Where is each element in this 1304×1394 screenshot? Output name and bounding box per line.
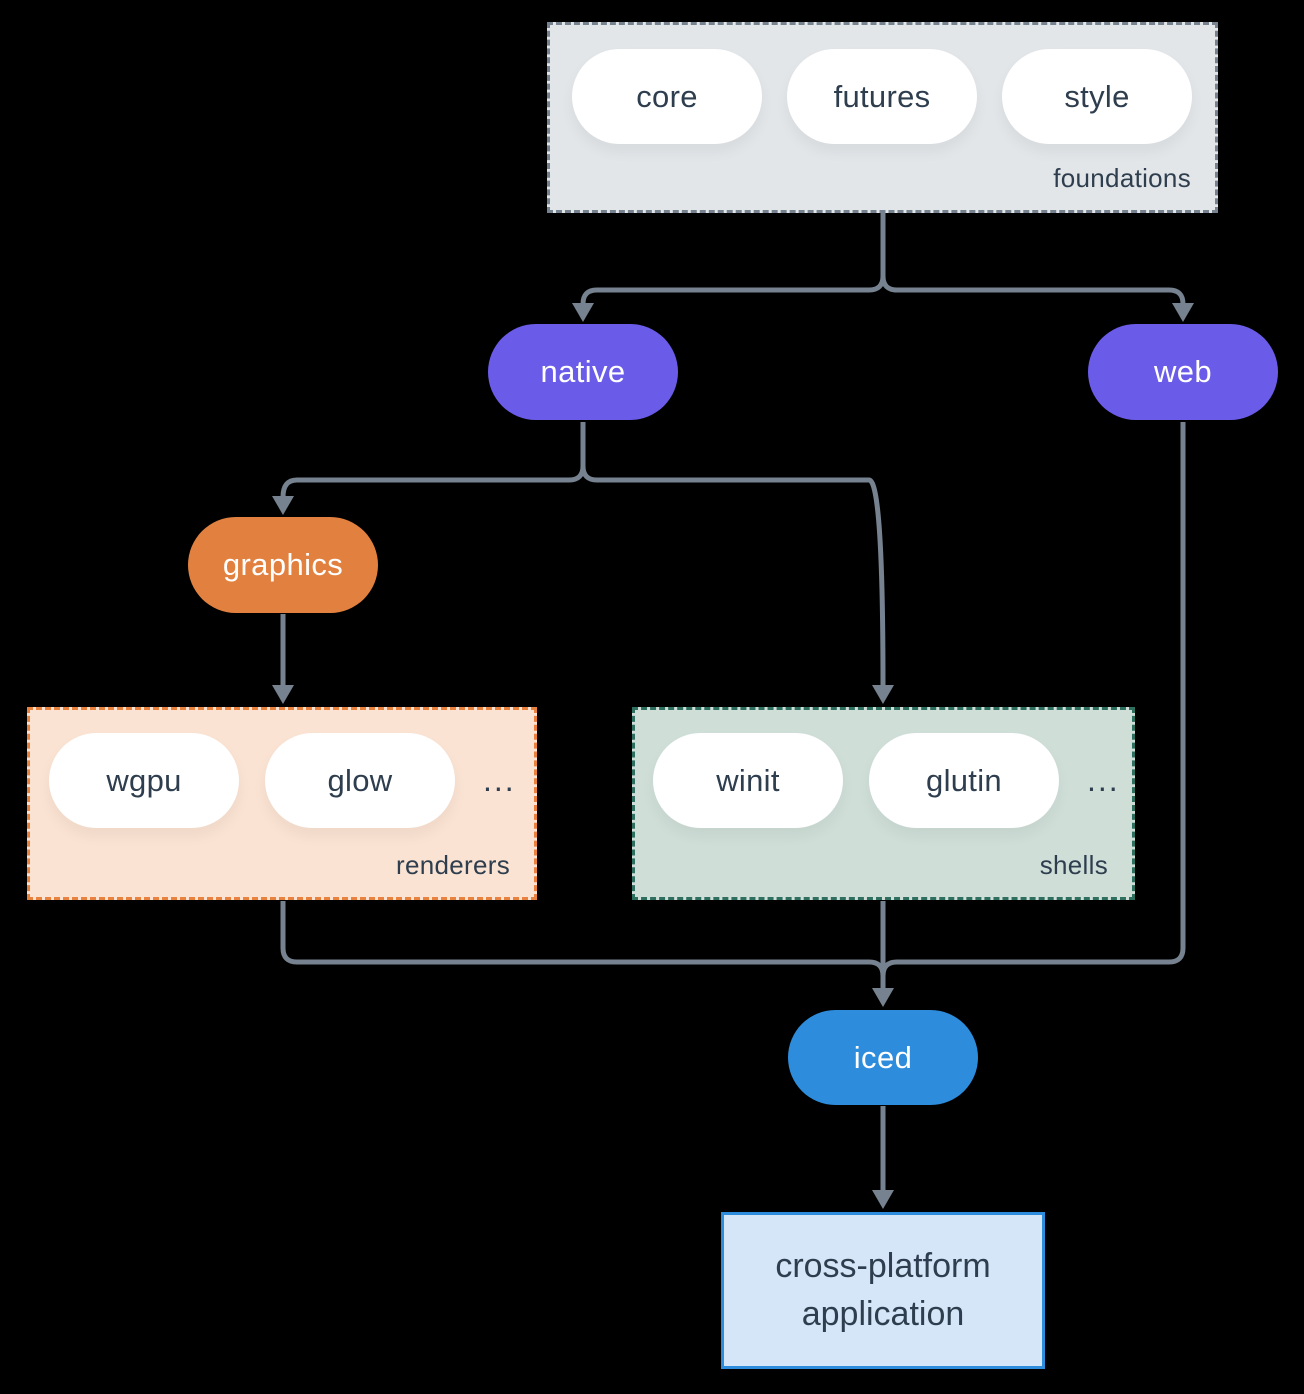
group-shells: winit glutin ... shells [632,707,1135,900]
shells-ellipsis: ... [1087,762,1120,798]
edge-native-shells [580,422,886,687]
node-graphics: graphics [188,517,378,613]
foundations-label: foundations [1053,163,1191,193]
chip-wgpu: wgpu [49,733,239,828]
chip-glow: glow [265,733,455,828]
shells-label: shells [1039,850,1108,880]
edge-renderers-iced [280,901,886,989]
edge-native-graphics [280,422,586,498]
shells-chips: winit glutin ... [635,710,1132,828]
renderers-ellipsis: ... [483,762,516,798]
arrowhead-application [872,1190,894,1209]
chip-winit: winit [653,733,843,828]
foundations-chips: core futures style [550,25,1215,144]
application-label: cross-platform application [775,1246,991,1333]
chip-glutin: glutin [869,733,1059,828]
chip-core: core [572,49,762,144]
group-renderers: wgpu glow ... renderers [27,707,537,900]
edge-foundations-native [580,213,886,305]
arrowhead-native [572,303,594,322]
renderers-label: renderers [396,850,510,880]
arrowhead-renderers [272,685,294,704]
node-native: native [488,324,678,420]
arrowhead-shells [872,685,894,704]
arrowhead-graphics [272,496,294,515]
node-web: web [1088,324,1278,420]
renderers-chips: wgpu glow ... [30,710,534,828]
arrowhead-iced [872,988,894,1007]
chip-style: style [1002,49,1192,144]
application-box: cross-platform application [721,1212,1045,1369]
arrowhead-web [1172,303,1194,322]
chip-futures: futures [787,49,977,144]
edge-foundations-web [880,213,1186,305]
edge-web-iced [880,422,1186,989]
node-iced: iced [788,1010,978,1105]
group-foundations: core futures style foundations [547,22,1218,213]
